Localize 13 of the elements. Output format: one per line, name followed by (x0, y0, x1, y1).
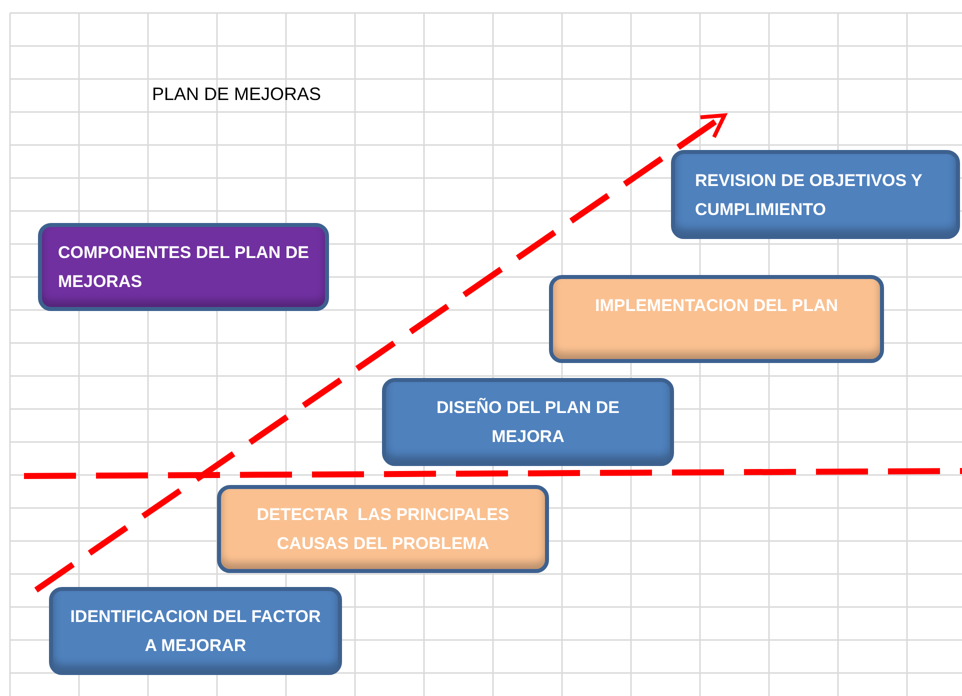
box-label: IDENTIFICACION DEL FACTOR A MEJORAR (69, 606, 322, 657)
process-box (671, 150, 960, 239)
box-label: DETECTAR LAS PRINCIPALES CAUSAS DEL PROBLEMA (256, 504, 510, 555)
process-box (382, 378, 674, 466)
box-label: REVISION DE OBJETIVOS Y CUMPLIMIENTO (695, 170, 924, 220)
process-box (38, 223, 329, 311)
box-label: IMPLEMENTACION DEL PLAN (594, 295, 838, 317)
box-label: DISEÑO DEL PLAN DE MEJORA (436, 396, 620, 448)
box-label: COMPONENTES DEL PLAN DE MEJORAS (58, 242, 309, 293)
diagram-title: PLAN DE MEJORAS (152, 84, 322, 105)
process-box (549, 275, 884, 363)
process-box (217, 485, 549, 573)
process-box (49, 587, 342, 675)
